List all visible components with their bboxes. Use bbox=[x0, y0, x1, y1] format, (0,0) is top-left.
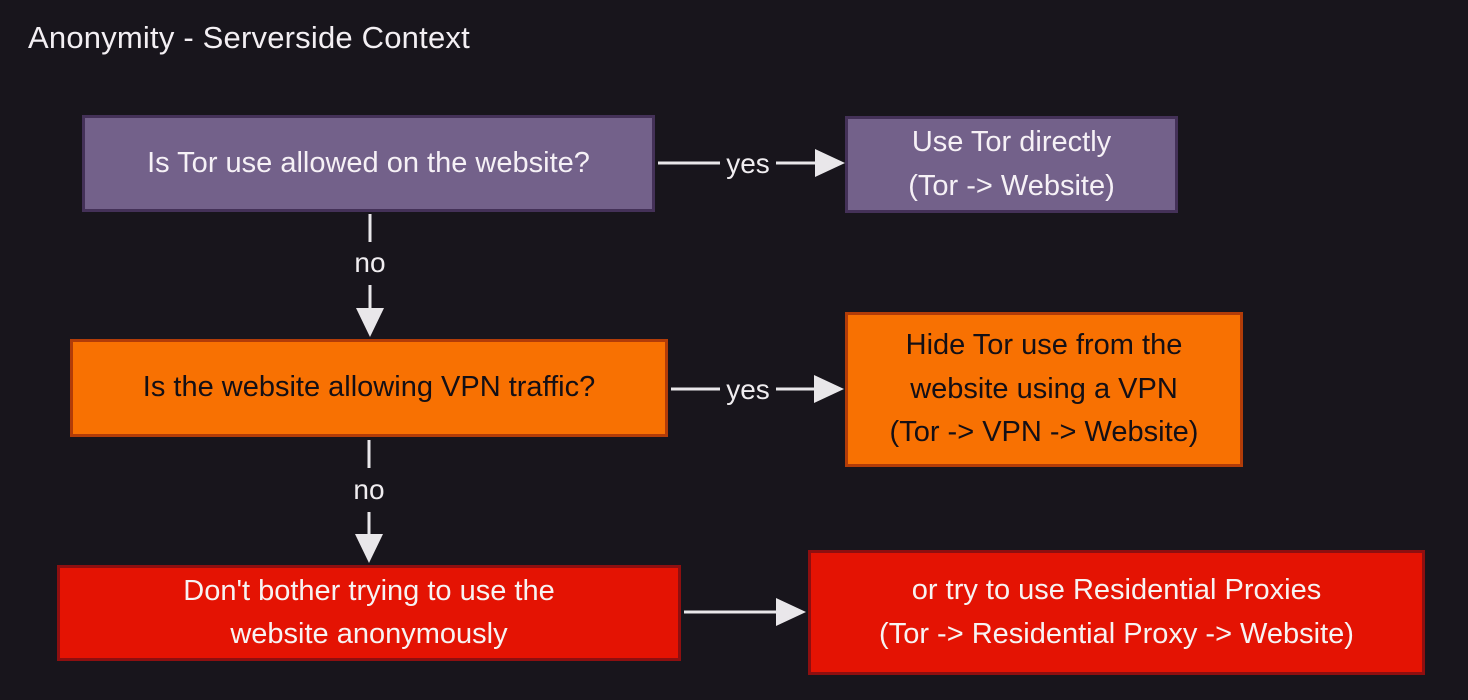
node-question-vpn-allowed: Is the website allowing VPN traffic? bbox=[70, 339, 668, 437]
edge-q1-q2 bbox=[356, 214, 384, 337]
edge-label-yes-q2: yes bbox=[726, 374, 770, 405]
edge-q3-a3 bbox=[684, 598, 806, 626]
node-answer-dont-bother: Don't bother trying to use the website a… bbox=[57, 565, 681, 661]
node-answer-hide-tor-vpn-text: Hide Tor use from the website using a VP… bbox=[889, 329, 1199, 449]
node-answer-residential-proxies: or try to use Residential Proxies (Tor -… bbox=[808, 550, 1425, 675]
edge-label-no-q1: no bbox=[354, 247, 386, 278]
node-answer-residential-proxies-text: or try to use Residential Proxies (Tor -… bbox=[879, 574, 1354, 650]
node-answer-dont-bother-text: Don't bother trying to use the website a… bbox=[183, 574, 555, 651]
node-question-tor-allowed: Is Tor use allowed on the website? bbox=[82, 115, 655, 212]
node-question-tor-allowed-text: Is Tor use allowed on the website? bbox=[147, 146, 590, 179]
edge-q1-a1 bbox=[658, 149, 845, 177]
edge-q2-a2 bbox=[671, 375, 844, 403]
node-answer-hide-tor-vpn: Hide Tor use from the website using a VP… bbox=[845, 312, 1243, 467]
edge-label-yes-q1: yes bbox=[726, 148, 770, 179]
diagram-title: Anonymity - Serverside Context bbox=[28, 20, 470, 55]
edge-q2-q3 bbox=[355, 440, 383, 563]
node-answer-use-tor-directly-text: Use Tor directly (Tor -> Website) bbox=[908, 126, 1115, 202]
edge-label-no-q2: no bbox=[353, 474, 385, 505]
node-question-vpn-allowed-text: Is the website allowing VPN traffic? bbox=[142, 371, 596, 404]
node-answer-use-tor-directly: Use Tor directly (Tor -> Website) bbox=[845, 116, 1178, 213]
